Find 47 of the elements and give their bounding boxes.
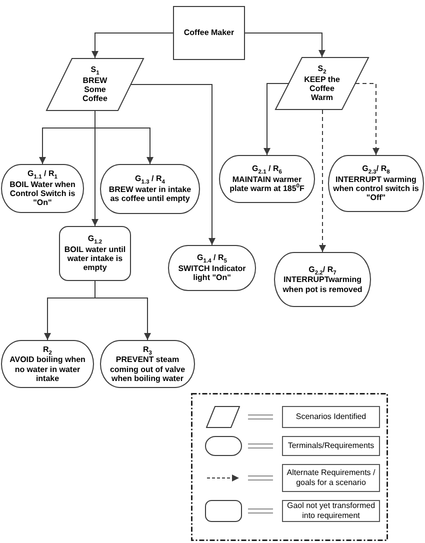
arrow [94,280,151,340]
terminal-box [1,164,84,213]
node-text: INTERRUPT warming when control switch is "Off" [332,174,420,203]
node-code: G$_{2.3}$/ R$_{8}$ [362,164,390,174]
node-text: BREW Some Coffee [82,76,108,104]
legend-label: Scenarios Identified [282,406,380,428]
terminal-box [274,252,371,307]
node-text: AVOID boiling when no water in water intake [8,355,86,384]
node-code: G$_{1.4}$ / R$_{5}$ [197,253,227,263]
goal-box [59,226,131,281]
node-text: SWITCH Indicator light "On" [177,264,247,283]
scenario-parallelogram [46,58,144,111]
node-code: G$_{1.2}$ [88,234,102,244]
node-text: Coffee Maker [184,28,234,38]
terminal-box [219,155,315,203]
node-text: PREVENT steam coming out of valve when boiling water [108,355,186,384]
root-box [173,6,245,60]
arrow [92,110,98,226]
node-code: G$_{1.1}$ / R$_{1}$ [28,169,58,179]
node-code: G$_{2.1}$ / R$_{6}$ [252,164,282,174]
legend-label: Gaol not yet transformed into requirement [282,500,380,522]
node-text: BOIL water until water intake is empty [64,244,126,273]
legend-label: Alternate Requirements / goals for a scenario [282,464,380,492]
scenario-parallelogram [275,57,369,110]
terminal-box [100,164,200,214]
node-code: R$_{2}$ [43,344,52,354]
node-text: BREW water in intake as coffee until empty [108,184,192,204]
arrow [244,32,326,58]
node-code: G$_{1.3}$ / R$_{4}$ [135,174,165,184]
node-code: S$_{2}$ [318,64,326,74]
dashed-arrow [355,83,380,156]
terminal-box [328,155,424,212]
arrow [264,83,289,156]
arrow [130,84,216,246]
node-text: MAINTAIN warmer plate warm at 185$^{0}$F [228,174,306,194]
node-code: S$_{1}$ [90,65,100,75]
arrow [92,32,174,58]
legend-label: Terminals/Requirements [282,436,380,456]
terminal-box [168,245,256,291]
dashed-arrow [319,110,326,252]
node-text: INTERRUPTwarming when pot is removed [282,275,364,294]
terminal-box [1,340,94,388]
terminal-box [100,340,195,388]
node-text: KEEP the Coffee Warm [303,74,341,103]
node-code: R$_{3}$ [143,344,152,354]
node-text: BOIL Water when Control Switch is "On" [8,180,76,208]
node-code: G$_{2.2}$/ R$_{7}$ [308,264,336,274]
